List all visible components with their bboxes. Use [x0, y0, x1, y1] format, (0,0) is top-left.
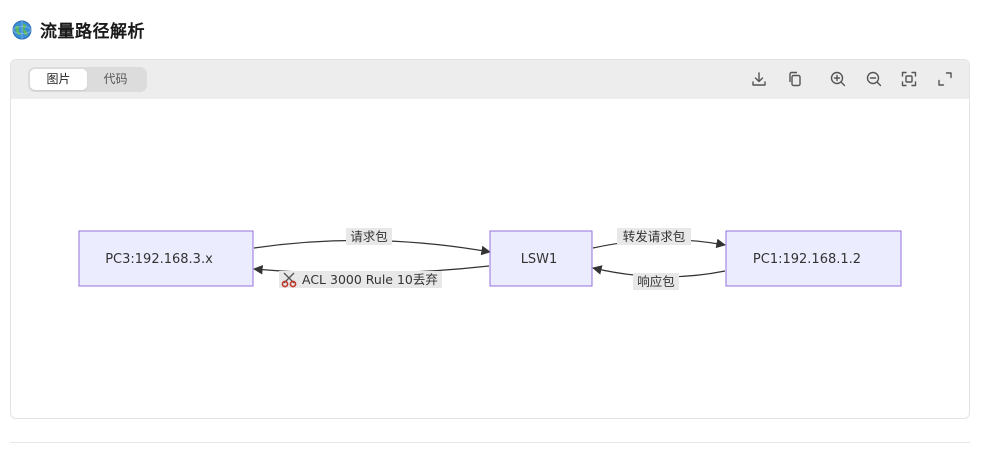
- zoom-out-icon: [866, 71, 882, 87]
- globe-icon: [12, 20, 32, 39]
- edge-label-forward-request-text: 转发请求包: [623, 229, 686, 244]
- node-lsw1-label: LSW1: [521, 252, 558, 267]
- node-lsw1[interactable]: LSW1: [489, 230, 593, 287]
- section-divider: [10, 442, 970, 443]
- diagram-panel: 图片 代码: [10, 59, 970, 419]
- edge-label-acl-drop: ACL 3000 Rule 10丢弃: [279, 271, 442, 288]
- download-icon: [752, 72, 766, 86]
- edge-label-response: 响应包: [633, 273, 679, 290]
- zoom-out-button[interactable]: [865, 70, 883, 88]
- edge-label-acl-drop-text: ACL 3000 Rule 10丢弃: [302, 272, 438, 287]
- node-pc3-label: PC3:192.168.3.x: [105, 252, 213, 267]
- diagram-toolbar: 图片 代码: [11, 60, 969, 99]
- tab-code[interactable]: 代码: [103, 72, 128, 86]
- edge-label-request-text: 请求包: [350, 229, 388, 244]
- edge-label-response-text: 响应包: [637, 274, 675, 289]
- node-pc1-label: PC1:192.168.1.2: [753, 252, 861, 267]
- download-button[interactable]: [750, 70, 768, 88]
- edge-label-request: 请求包: [346, 228, 392, 245]
- fullscreen-icon: [938, 72, 952, 86]
- node-pc1[interactable]: PC1:192.168.1.2: [725, 230, 902, 287]
- zoom-in-button[interactable]: [829, 70, 847, 88]
- node-pc3[interactable]: PC3:192.168.3.x: [78, 230, 254, 287]
- section-heading: 流量路径解析: [12, 17, 145, 42]
- fullscreen-button[interactable]: [936, 70, 954, 88]
- scissors-icon: [281, 272, 297, 288]
- fit-screen-icon: [901, 71, 917, 87]
- copy-icon: [789, 71, 801, 87]
- flow-diagram: 请求包 ACL 3000 Rule 10丢弃 转发请求包 响应包 PC3:192…: [78, 228, 902, 290]
- page-title: 流量路径解析: [40, 22, 145, 42]
- view-mode-toggle: 图片 代码: [28, 67, 147, 92]
- tab-image[interactable]: 图片: [30, 69, 87, 90]
- edge-label-forward-request: 转发请求包: [617, 228, 691, 245]
- copy-button[interactable]: [786, 70, 804, 88]
- zoom-in-icon: [830, 71, 846, 87]
- fit-screen-button[interactable]: [900, 70, 918, 88]
